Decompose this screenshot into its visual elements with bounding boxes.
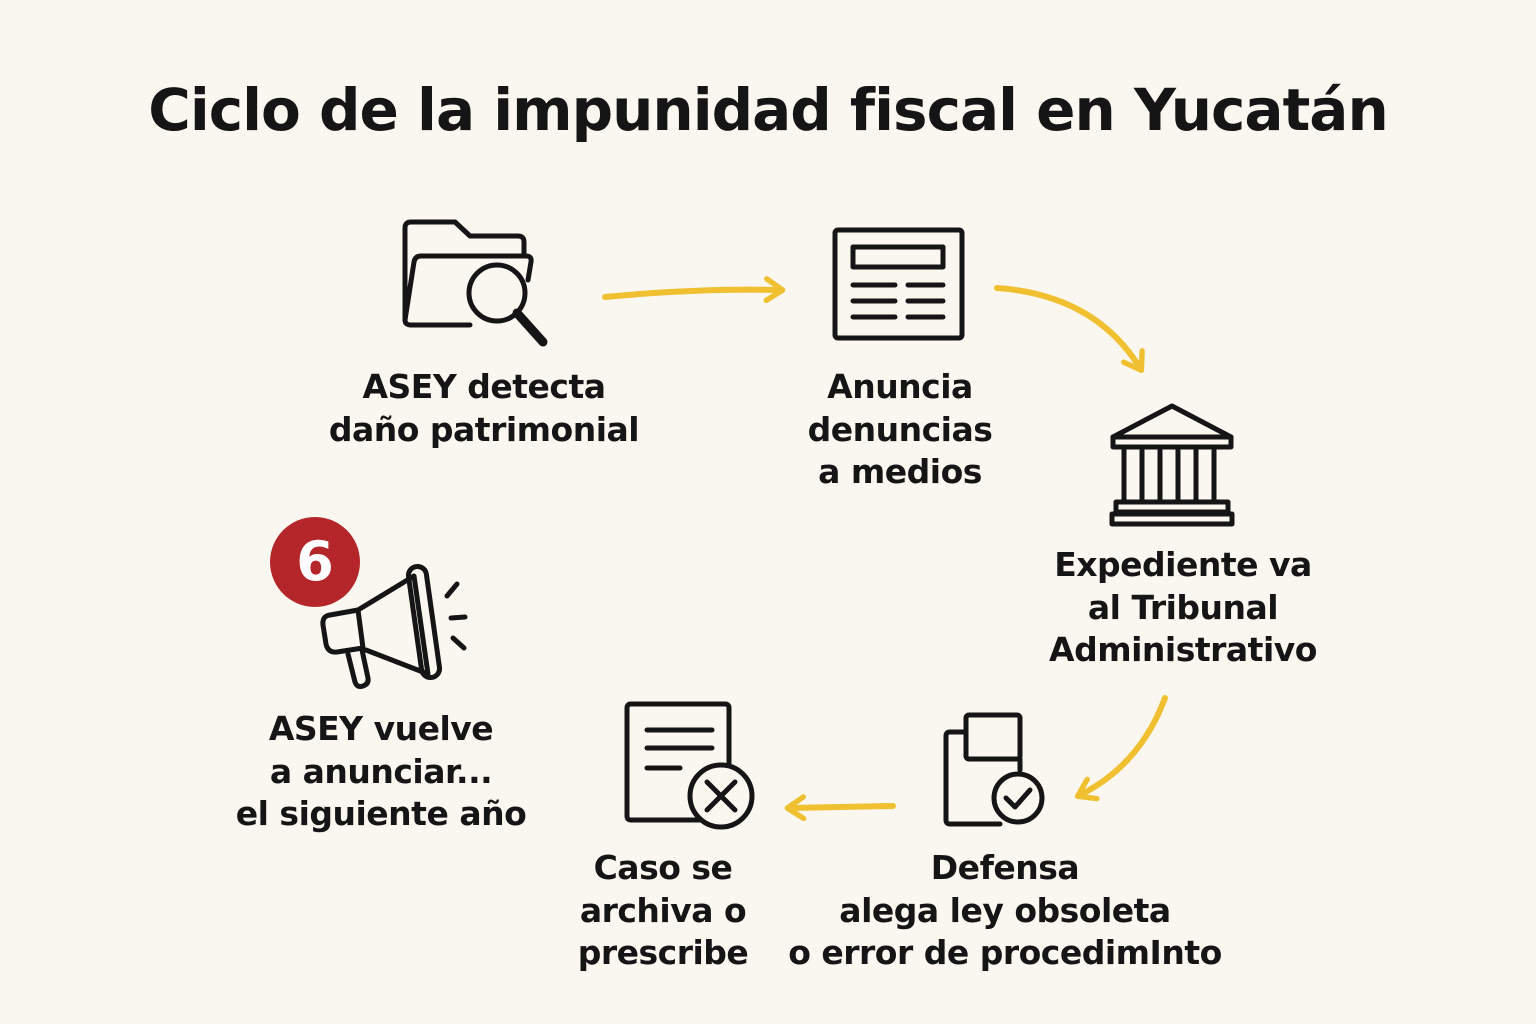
- document-cancel-icon: [624, 701, 755, 830]
- label-line: el siguiente año: [235, 794, 527, 833]
- label-line: a anunciar...: [269, 751, 493, 791]
- document-check-icon: [943, 712, 1045, 827]
- label-line: Administrativo: [1049, 630, 1317, 669]
- label-line: archiva o: [579, 890, 747, 930]
- label-line: ASEY vuelve: [268, 709, 494, 748]
- label-line: daño patrimonial: [328, 409, 640, 449]
- label-line: Anuncia: [827, 367, 973, 406]
- arrow-2-to-3: [994, 285, 1145, 373]
- step-label-anuncia: Anuncia denuncias a medios: [808, 366, 993, 494]
- step-number-badge: 6: [270, 517, 360, 607]
- label-line: alega ley obsoleta: [839, 890, 1171, 930]
- step-label-vuelve: ASEY vuelve a anunciar... el siguiente a…: [236, 708, 527, 836]
- newspaper-icon: [832, 227, 965, 341]
- folder-search-icon: [402, 219, 548, 347]
- label-line: ASEY detecta: [362, 367, 607, 406]
- arrow-1-to-2: [602, 276, 786, 304]
- label-line: al Tribunal: [1087, 587, 1279, 627]
- step-label-detecta: ASEY detecta daño patrimonial: [328, 366, 640, 451]
- label-line: prescribe: [577, 933, 749, 972]
- courthouse-icon: [1109, 403, 1235, 527]
- arrow-4-to-5: [784, 794, 896, 822]
- arrow-3-to-4: [1074, 695, 1168, 802]
- label-line: Expediente va: [1054, 545, 1312, 584]
- label-line: denuncias: [807, 409, 993, 449]
- diagram-title: Ciclo de la impunidad fiscal en Yucatán: [148, 76, 1388, 144]
- megaphone-icon: [320, 563, 468, 689]
- step-label-archiva: Caso se archiva o prescribe: [578, 847, 749, 975]
- label-line: o error de procedimInto: [788, 933, 1222, 972]
- label-line: Caso se: [593, 848, 733, 887]
- step-label-tribunal: Expediente va al Tribunal Administrativo: [1049, 544, 1317, 672]
- label-line: Defensa: [930, 848, 1080, 887]
- step-label-defensa: Defensa alega ley obsoleta o error de pr…: [788, 847, 1222, 975]
- label-line: a medios: [818, 452, 982, 491]
